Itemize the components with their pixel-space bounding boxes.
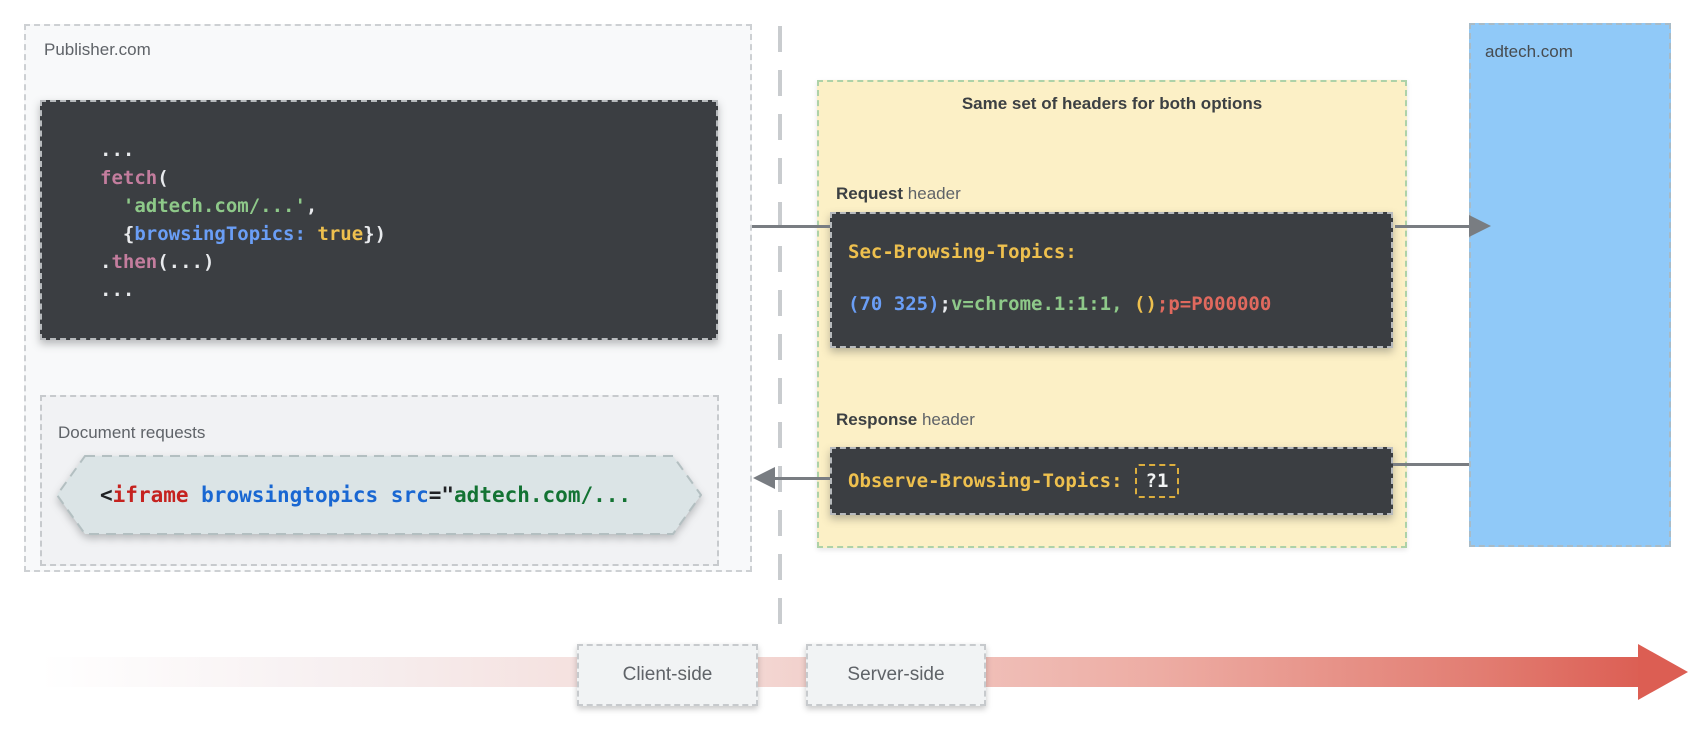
response-header-label: Response header xyxy=(836,410,975,430)
request-header-code-block: Sec-Browsing-Topics:(70 325);v=chrome.1:… xyxy=(830,212,1393,348)
publisher-label: Publisher.com xyxy=(44,40,151,59)
iframe-code-snippet: <iframe browsingtopics src="adtech.com/.… xyxy=(100,483,632,507)
response-header-label-rest: header xyxy=(917,410,975,429)
hexagon-svg xyxy=(55,455,703,535)
iframe-hexagon-shape xyxy=(55,455,703,535)
adtech-panel xyxy=(1469,23,1671,547)
client-side-chip: Client-side xyxy=(577,644,758,706)
client-server-divider xyxy=(778,26,782,640)
fetch-request-connector xyxy=(752,225,830,228)
request-header-label-bold: Request xyxy=(836,184,904,203)
response-header-code-block: Observe-Browsing-Topics:?1 xyxy=(830,447,1393,515)
client-side-label: Client-side xyxy=(622,664,713,685)
fetch-code-block: ...fetch( 'adtech.com/...', {browsingTop… xyxy=(40,100,718,340)
response-to-publisher-line xyxy=(772,477,830,480)
timeline-arrowhead-icon xyxy=(1638,644,1688,700)
adtech-to-response-line xyxy=(1393,463,1469,466)
adtech-label: adtech.com xyxy=(1485,42,1573,61)
request-to-adtech-line xyxy=(1395,225,1473,228)
document-requests-label: Document requests xyxy=(58,423,206,442)
request-header-label-rest: header xyxy=(903,184,961,203)
request-header-label: Request header xyxy=(836,184,961,204)
server-side-label: Server-side xyxy=(847,664,945,685)
response-arrowhead-icon xyxy=(753,467,775,489)
response-header-label-bold: Response xyxy=(836,410,918,429)
request-arrowhead-icon xyxy=(1469,215,1491,237)
headers-panel-title: Same set of headers for both options xyxy=(961,94,1263,113)
server-side-chip: Server-side xyxy=(806,644,986,706)
